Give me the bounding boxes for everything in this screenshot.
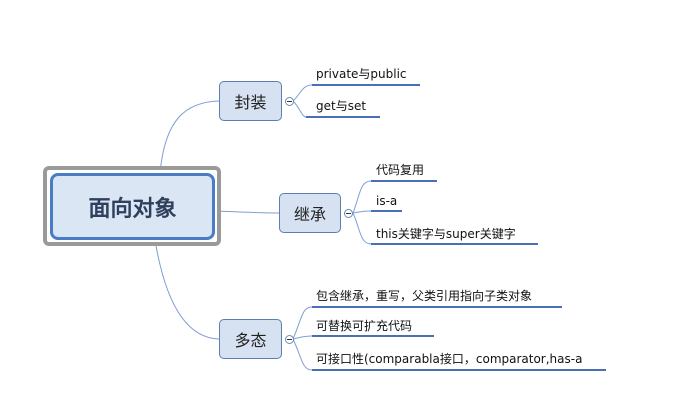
leaf-jicheng-2[interactable]: is-a	[376, 194, 398, 208]
leaf-fengzhuang-1[interactable]: private与public	[316, 67, 407, 81]
connector-jicheng-leaf-3	[352, 212, 372, 245]
leaf-jicheng-3[interactable]: this关键字与super关键字	[376, 227, 516, 241]
topic-node-fengzhuang[interactable]: 封装	[219, 81, 282, 121]
leaf-duotai-3[interactable]: 可接口性(comparabla接口，comparator,has-a	[316, 352, 583, 366]
leaf-jicheng-1[interactable]: 代码复用	[376, 163, 425, 177]
connector-duotai-leaf-2	[292, 335, 313, 340]
collapse-toggle-icon[interactable]	[285, 335, 294, 344]
topic-node-jicheng[interactable]: 继承	[279, 193, 341, 233]
connector-duotai-leaf-1	[292, 306, 313, 340]
connector-root-jicheng	[214, 210, 280, 214]
collapse-toggle-icon[interactable]	[344, 209, 353, 218]
leaf-duotai-2[interactable]: 可替换可扩充代码	[316, 319, 413, 333]
connector-duotai-leaf-3	[292, 338, 313, 371]
connector-jicheng-leaf-1	[352, 180, 372, 214]
connector-root-fengzhuang	[159, 100, 220, 174]
connector-jicheng-leaf-2	[352, 210, 372, 214]
connector-root-duotai	[154, 239, 220, 340]
root-node[interactable]: 面向对象	[50, 173, 215, 240]
collapse-toggle-icon[interactable]	[285, 97, 294, 106]
leaf-duotai-1[interactable]: 包含继承，重写，父类引用指向子类对象	[316, 289, 533, 303]
leaf-fengzhuang-2[interactable]: get与set	[316, 99, 367, 113]
connector-fengzhuang-leaf-2	[292, 100, 307, 118]
topic-node-duotai[interactable]: 多态	[219, 319, 282, 359]
connector-fengzhuang-leaf-1	[292, 84, 313, 102]
